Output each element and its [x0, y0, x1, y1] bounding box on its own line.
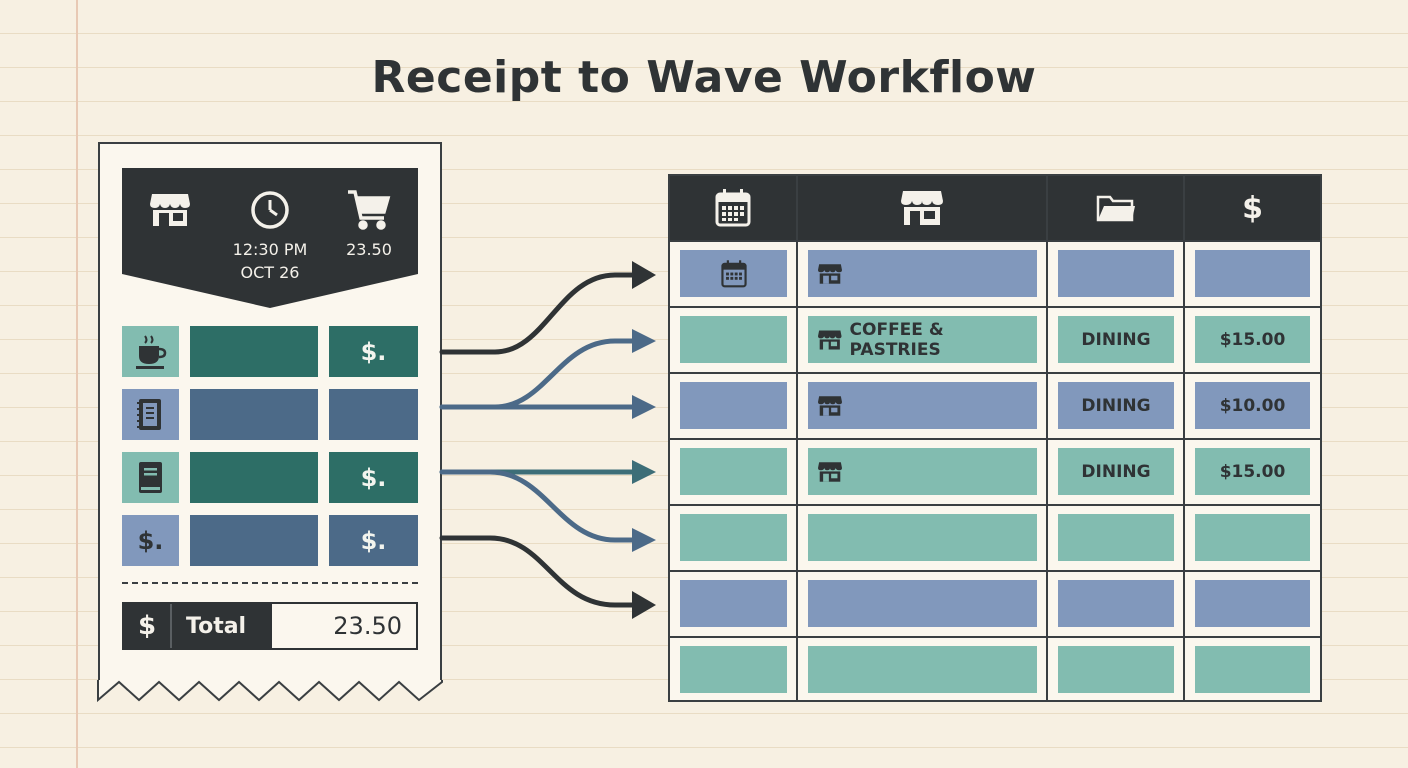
receipt-item-description [190, 515, 318, 566]
store-icon [818, 329, 842, 350]
ledger-cell-category [1058, 514, 1174, 561]
grid-line [670, 504, 1320, 506]
coffee-cup-icon [136, 335, 167, 369]
book-icon [139, 462, 162, 493]
receipt-item-icon-tile: $. [122, 515, 179, 566]
flow-arrow [439, 469, 635, 543]
cart-icon [348, 190, 391, 230]
page-title: Receipt to Wave Workflow [371, 52, 1037, 103]
receipt-item-description [190, 452, 318, 503]
receipt-time: 12:30 PM [232, 240, 308, 259]
ledger-cell-amount [1195, 646, 1310, 693]
store-icon [818, 263, 842, 284]
ledger-cell-date [680, 646, 787, 693]
receipt-item-icon-tile [122, 452, 179, 503]
store-icon [901, 191, 943, 225]
grid-line [670, 372, 1320, 374]
receipt-divider [122, 582, 418, 584]
ledger-cell-merchant [808, 382, 1037, 429]
grid-line [796, 176, 798, 700]
ledger-cell-date [680, 382, 787, 429]
receipt-item-price: $. [329, 452, 418, 503]
grid-line [670, 306, 1320, 308]
receipt-item-description [190, 326, 318, 377]
store-icon [818, 461, 842, 482]
grid-line [670, 438, 1320, 440]
ledger-cell-amount: $10.00 [1195, 382, 1310, 429]
dollar-icon: $ [124, 604, 172, 648]
grid-line [1183, 176, 1185, 700]
flow-arrow [439, 272, 635, 355]
ledger-cell-amount [1195, 514, 1310, 561]
receipt-header-amount: 23.50 [346, 240, 392, 259]
ledger-cell-merchant [808, 646, 1037, 693]
calendar-icon [720, 259, 747, 287]
notebook-icon [137, 399, 161, 430]
ledger-cell-category [1058, 646, 1174, 693]
receipt-torn-edge [97, 680, 443, 703]
ledger-cell-category: DINING [1058, 316, 1174, 363]
ledger-cell-merchant [808, 448, 1037, 495]
store-icon [818, 395, 842, 416]
ledger-cell-merchant: COFFEE & PASTRIES [808, 316, 1037, 363]
ledger-cell-amount: $15.00 [1195, 448, 1310, 495]
total-value: 23.50 [333, 612, 402, 640]
clock-icon [251, 191, 289, 229]
total-label: Total [172, 604, 272, 648]
receipt-header [122, 168, 418, 308]
dollar-icon: $ [1242, 190, 1263, 226]
ledger-cell-category [1058, 580, 1174, 627]
ledger-cell-category [1058, 250, 1174, 297]
merchant-name: COFFEE & PASTRIES [849, 319, 944, 360]
receipt-total: $ Total 23.50 [122, 602, 418, 650]
grid-line [670, 636, 1320, 638]
arrowheads [632, 261, 656, 619]
column-header-category [1048, 176, 1183, 240]
receipt-item-description [190, 389, 318, 440]
ledger-cell-date [680, 316, 787, 363]
ledger-cell-merchant [808, 250, 1037, 297]
store-icon [150, 194, 190, 226]
ledger-cell-amount [1195, 580, 1310, 627]
receipt-date: OCT 26 [240, 263, 300, 282]
calendar-icon [715, 189, 751, 227]
flow-arrow [439, 535, 635, 608]
column-header-amount: $ [1185, 176, 1320, 240]
grid-line [1046, 176, 1048, 700]
ledger-cell-date [680, 514, 787, 561]
ledger-cell-date [680, 448, 787, 495]
receipt-item-price [329, 389, 418, 440]
ledger-cell-merchant [808, 514, 1037, 561]
column-header-date [670, 176, 796, 240]
receipt-item-icon-tile [122, 389, 179, 440]
grid-line [670, 240, 1320, 242]
column-header-merchant [798, 176, 1046, 240]
ledger-cell-date [680, 250, 787, 297]
ledger-cell-amount [1195, 250, 1310, 297]
receipt-item-price: $. [329, 515, 418, 566]
grid-line [670, 570, 1320, 572]
receipt-item-icon-tile [122, 326, 179, 377]
receipt-item-price: $. [329, 326, 418, 377]
ledger-cell-date [680, 580, 787, 627]
ledger-cell-merchant [808, 580, 1037, 627]
ledger-cell-category: DINING [1058, 382, 1174, 429]
ledger-cell-category: DINING [1058, 448, 1174, 495]
ledger-cell-amount: $15.00 [1195, 316, 1310, 363]
folder-icon [1096, 195, 1135, 222]
